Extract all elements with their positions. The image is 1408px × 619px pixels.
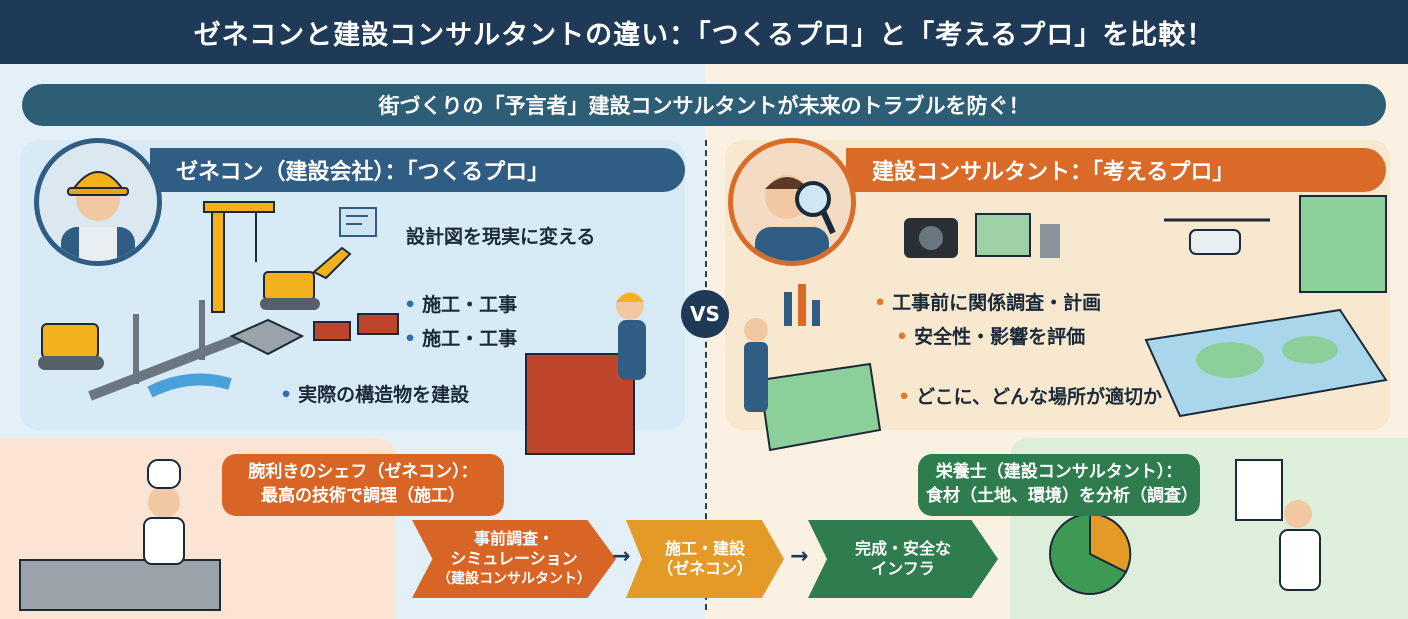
flow-step-2-line-1: 施工・建設 (664, 539, 745, 558)
contractor-main-point: 設計図を現実に変える (406, 226, 596, 248)
consultant-avatar (728, 138, 856, 266)
chef-icon (19, 459, 221, 611)
chef-speech-bubble: 腕利きのシェフ（ゼネコン）： 最高の技術で調理（施工） (222, 454, 504, 516)
bullet-dot-icon: • (874, 292, 887, 314)
consultant-header: 建設コンサルタント：「考えるプロ」 (846, 148, 1386, 192)
contractor-bullet-3: •実際の構造物を建設 (280, 380, 469, 407)
dietitian-icon (1049, 459, 1321, 595)
vs-badge: VS (681, 290, 729, 338)
flow-arrow-icon: → (612, 544, 631, 569)
world-map-icon (1144, 308, 1388, 418)
subtitle-banner: 街づくりの「予言者」建設コンサルタントが未来のトラブルを防ぐ！ (22, 84, 1386, 126)
analyst-map-icon (744, 318, 882, 452)
flow-arrow-icon: → (790, 544, 809, 569)
bulldozer-icon (260, 246, 352, 310)
consultant-bullet-2: •安全性・影響を評価 (896, 322, 1085, 349)
consultant-magnifier-icon (755, 175, 836, 261)
consultant-bullet-3-text: どこに、どんな場所が適切か (916, 386, 1163, 408)
page-title: ゼネコンと建設コンサルタントの違い：「つくるプロ」と「考えるプロ」を比較！ (0, 0, 1408, 64)
data-chart-icon (784, 284, 820, 326)
construction-worker-avatar (34, 138, 162, 266)
bullet-dot-icon: • (404, 294, 417, 316)
chef-line-2: 最高の技術で調理（施工） (261, 486, 465, 506)
flow-step-3-line-1: 完成・安全な (854, 539, 951, 558)
blueprint-icon (339, 207, 377, 237)
contractor-bullet-2-text: 施工・工事 (422, 328, 518, 350)
chef-line-1: 腕利きのシェフ（ゼネコン）： (248, 462, 478, 482)
materials-icon (229, 313, 399, 356)
worker-icon (61, 171, 135, 261)
flow-step-research: 事前調査・ シミュレーション （建設コンサルタント） (412, 520, 616, 598)
contractor-bullet-1: •施工・工事 (404, 290, 517, 317)
contractor-bullet-3-text: 実際の構造物を建設 (298, 384, 470, 406)
dietitian-line-2: 食材（土地、環境）を分析（調査） (926, 486, 1198, 506)
flow-step-1-line-1: 事前調査・ (473, 529, 554, 548)
contractor-bullet-2: •施工・工事 (404, 324, 517, 351)
flow-step-3-line-2: インフラ (871, 559, 935, 578)
dietitian-line-1: 栄養士（建設コンサルタント）： (935, 462, 1183, 482)
crane-icon (203, 201, 275, 313)
flow-step-construction: 施工・建設 （ゼネコン） (626, 520, 784, 598)
bullet-dot-icon: • (280, 384, 293, 406)
consultant-bullet-3: •どこに、どんな場所が適切か (898, 382, 1162, 409)
bricklayer-icon (525, 292, 646, 455)
flow-step-completion: 完成・安全な インフラ (808, 520, 998, 598)
dietitian-speech-bubble: 栄養士（建設コンサルタント）： 食材（土地、環境）を分析（調査） (918, 454, 1200, 516)
bullet-dot-icon: • (898, 386, 911, 408)
consultant-bullet-1-text: 工事前に関係調査・計画 (892, 292, 1102, 314)
survey-tools-icon (904, 213, 1060, 258)
consultant-bullet-1: •工事前に関係調査・計画 (874, 288, 1101, 315)
consultant-bullet-2-text: 安全性・影響を評価 (914, 326, 1086, 348)
flow-step-1-line-3: （建設コンサルタント） (437, 571, 591, 587)
contractor-bullet-1-text: 施工・工事 (422, 294, 518, 316)
flow-step-2-line-2: （ゼネコン） (657, 559, 753, 578)
center-divider (705, 140, 707, 610)
bullet-dot-icon: • (896, 326, 909, 348)
flow-step-1-line-2: シミュレーション (450, 549, 578, 568)
drone-and-map-icon (1164, 195, 1387, 293)
bullet-dot-icon: • (404, 328, 417, 350)
general-contractor-header: ゼネコン（建設会社）：「つくるプロ」 (150, 148, 685, 192)
excavator-icon (38, 323, 104, 370)
